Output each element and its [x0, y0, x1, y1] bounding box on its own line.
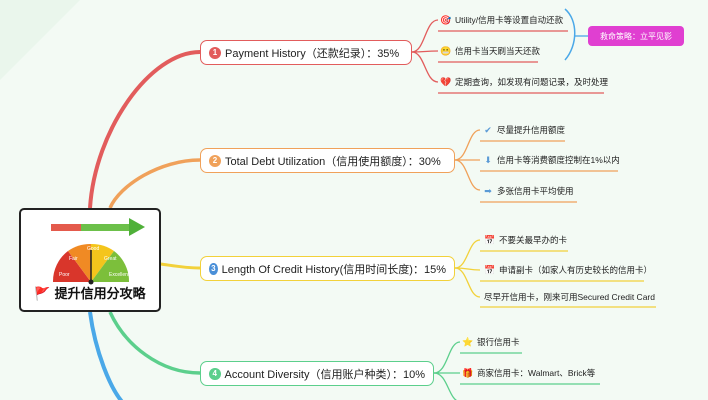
- heart-icon: 💔: [440, 76, 452, 87]
- leaf-spread-usage[interactable]: ➡ 多张信用卡平均使用: [482, 185, 573, 197]
- branch-label: Payment History（还款纪录）：35%: [225, 47, 400, 60]
- calendar-icon: 📅: [484, 264, 496, 275]
- leaf-secured-card[interactable]: 尽早开信用卡，刚来可用Secured Credit Card: [484, 292, 655, 302]
- target-icon: 🎯: [440, 14, 452, 25]
- down-arrow-icon: ⬇: [484, 154, 492, 165]
- leaf-keep-oldest[interactable]: 📅 不要关最早办的卡: [484, 234, 568, 246]
- calendar-icon: 📅: [484, 234, 496, 245]
- grin-icon: 😬: [440, 45, 452, 56]
- number-badge: 3: [209, 262, 218, 275]
- number-badge: 2: [209, 154, 221, 167]
- gauge-label-poor: Poor: [59, 272, 70, 278]
- branch-payment-history[interactable]: 1 Payment History（还款纪录）：35%: [200, 40, 412, 65]
- gauge-label-good: Good: [87, 246, 99, 252]
- leaf-limit-usage[interactable]: ⬇ 信用卡等消费额度控制在1%以内: [482, 154, 620, 166]
- branch-account-diversity[interactable]: 4 Account Diversity（信用账户种类）：10%: [200, 361, 434, 386]
- right-arrow-icon: ➡: [484, 185, 492, 196]
- gauge-label-great: Great: [104, 256, 117, 262]
- root-node[interactable]: Fair Good Great Poor Excellent 🚩提升信用分攻略: [19, 208, 161, 312]
- gauge-label-excellent: Excellent: [109, 272, 130, 278]
- leaf-regular-check[interactable]: 💔 定期查询，如发现有问题记录，及时处理: [440, 76, 609, 88]
- strategy-button[interactable]: 救命策略：立平见影: [588, 26, 684, 46]
- number-badge: 1: [209, 46, 221, 59]
- gift-icon: 🎁: [462, 367, 474, 378]
- leaf-bank-card[interactable]: ⭐ 银行信用卡: [462, 336, 520, 348]
- number-badge: 4: [209, 367, 221, 380]
- root-title: 🚩提升信用分攻略: [34, 286, 146, 301]
- leaf-autopay[interactable]: 🎯 Utility/信用卡等设置自动还款: [440, 14, 564, 26]
- branch-debt-utilization[interactable]: 2 Total Debt Utilization（信用使用额度）：30%: [200, 148, 455, 173]
- gauge-label-fair: Fair: [69, 256, 78, 262]
- credit-gauge-icon: Fair Good Great Poor Excellent: [51, 218, 145, 285]
- branch-credit-length[interactable]: 3 Length Of Credit History(信用时间长度)：15%: [200, 256, 455, 281]
- star-icon: ⭐: [462, 336, 474, 347]
- leaf-supplementary-card[interactable]: 📅 申请副卡（如家人有历史较长的信用卡）: [484, 264, 653, 276]
- check-icon: ✔: [484, 124, 492, 135]
- branch-label: Length Of Credit History(信用时间长度)：15%: [221, 263, 446, 276]
- branch-label: Total Debt Utilization（信用使用额度）：30%: [225, 155, 441, 168]
- branch-label: Account Diversity（信用账户种类）：10%: [224, 368, 426, 381]
- flag-icon: 🚩: [34, 286, 51, 301]
- leaf-same-day-pay[interactable]: 😬 信用卡当天刷当天还款: [440, 45, 541, 57]
- leaf-store-card[interactable]: 🎁 商家信用卡：Walmart、Brick等: [462, 367, 596, 379]
- leaf-raise-limit[interactable]: ✔ 尽量提升信用额度: [482, 124, 565, 136]
